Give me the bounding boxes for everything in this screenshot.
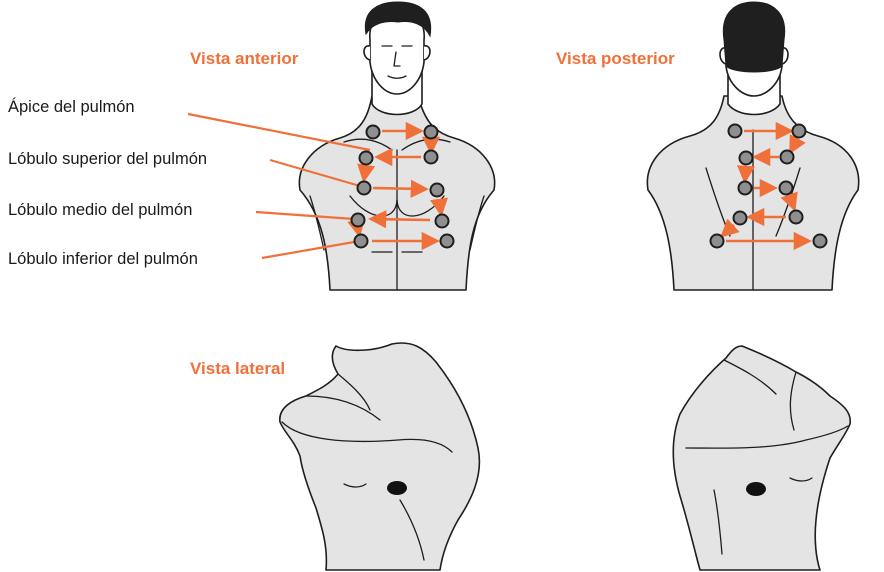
label-upper-lobe: Lóbulo superior del pulmón — [8, 150, 207, 168]
lateral-figure-right — [673, 346, 850, 570]
label-lower-lobe: Lóbulo inferior del pulmón — [8, 250, 198, 268]
label-lung-apex: Ápice del pulmón — [8, 97, 135, 116]
posterior-figure — [647, 2, 858, 290]
posterior-view-title: Vista posterior — [556, 49, 675, 68]
lateral-figure-left — [280, 343, 480, 570]
anterior-view-title: Vista anterior — [190, 49, 299, 68]
lateral-view-title: Vista lateral — [190, 359, 285, 378]
label-middle-lobe: Lóbulo medio del pulmón — [8, 201, 192, 219]
